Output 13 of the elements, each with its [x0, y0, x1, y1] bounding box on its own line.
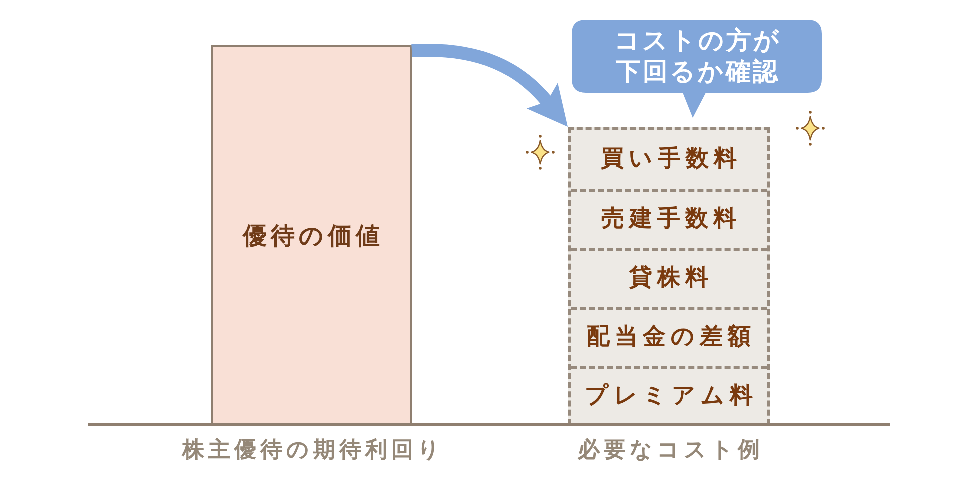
speech-bubble — [572, 20, 822, 118]
cost-label: 貸株料 — [628, 265, 714, 293]
value-bar — [211, 45, 412, 425]
cost-label: 配当金の差額 — [586, 324, 756, 352]
cost-label: 売建手数料 — [600, 206, 742, 234]
curved-arrow — [412, 44, 569, 126]
cost-label: 買い手数料 — [600, 146, 742, 174]
bar-label: 優待の価値 — [242, 222, 384, 250]
cost-stack — [568, 127, 770, 425]
callout-text: コストの方が下回るか確認 — [614, 26, 782, 87]
category-label: 必要なコスト例 — [576, 438, 764, 464]
category-label: 株主優待の期待利回り — [180, 438, 444, 464]
cost-label: プレミアム料 — [584, 383, 758, 411]
